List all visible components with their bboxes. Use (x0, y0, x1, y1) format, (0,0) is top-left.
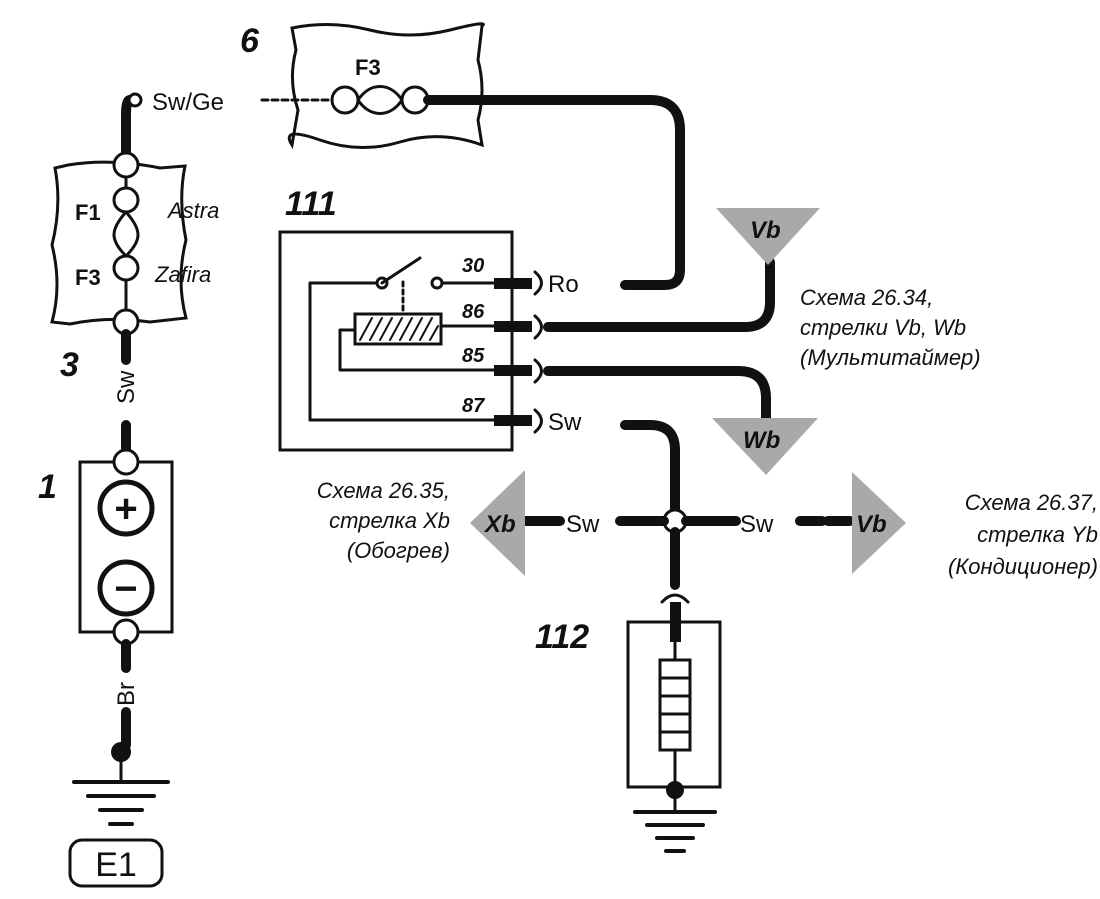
ref-2634-line2: стрелки Vb, Wb (800, 315, 966, 340)
ref-2635-line3: (Обогрев) (347, 538, 450, 563)
arrow-vb-right-label: Vb (856, 511, 887, 538)
relay-pin-86: 86 (462, 301, 485, 323)
ref-2634-line1: Схема 26.34, (800, 285, 933, 310)
arrow-xb (470, 470, 525, 576)
heater-number: 112 (535, 618, 589, 656)
relay-number: 111 (285, 185, 337, 223)
wire-86-to-vb (543, 257, 775, 332)
fuse-block-3: F1 Astra F3 Zafira 3 (50, 151, 219, 384)
fuse-box-6: 6 F3 (240, 22, 485, 150)
ref-2637-line2: стрелка Yb (977, 522, 1098, 547)
fuse-f3-model: Zafira (154, 262, 211, 287)
ref-2637-line3: (Кондиционер) (948, 554, 1098, 579)
wire-sw-ge-left (121, 95, 135, 160)
battery-minus: − (114, 567, 137, 611)
arrow-wb-label: Wb (743, 427, 780, 454)
arrow-vb-top (716, 208, 820, 265)
wire-label-ro: Ro (548, 271, 579, 298)
wire-label-br: Br (113, 682, 140, 706)
fuse-box-number: 6 (240, 22, 260, 60)
battery-plus: + (114, 487, 137, 531)
arrow-xb-label: Xb (483, 511, 516, 538)
ground-heater (633, 797, 717, 853)
wire-label-sw-vertical: Sw (113, 370, 140, 404)
ref-2635-line1: Схема 26.35, (317, 478, 450, 503)
fuse-f1-label: F1 (75, 200, 101, 225)
wire-label-sw-87: Sw (548, 409, 582, 436)
wire-85-to-wb (543, 366, 771, 425)
ground-e1-label: E1 (95, 846, 137, 884)
fuse-f3-block-label: F3 (75, 265, 101, 290)
relay-pin-85: 85 (462, 345, 485, 367)
wire-label-sw-ge: Sw/Ge (152, 89, 224, 116)
fuse-block-number: 3 (60, 346, 79, 384)
wire-fuse-to-relay (423, 95, 685, 290)
ground-e1: E1 (68, 760, 170, 888)
arrow-vb-right (852, 472, 906, 574)
relay-pin-87: 87 (462, 395, 485, 417)
battery-1: + − 1 (38, 448, 174, 646)
fuse-f1-model: Astra (166, 198, 219, 223)
arrow-vb-top-label: Vb (750, 217, 781, 244)
battery-number: 1 (38, 468, 57, 506)
wire-87-to-junction (620, 420, 680, 515)
ref-2635-line2: стрелка Xb (329, 508, 450, 533)
arrow-wb (712, 418, 818, 475)
wire-label-sw-left: Sw (566, 511, 600, 538)
ref-2637-line1: Схема 26.37, (965, 490, 1098, 515)
heater-112: 112 (535, 618, 722, 799)
wire-label-sw-right: Sw (740, 511, 774, 538)
ref-2634-line3: (Мультитаймер) (800, 345, 981, 370)
relay-111: 111 30 86 85 87 (278, 185, 543, 452)
fuse-f3-label: F3 (355, 55, 381, 80)
relay-pin-30: 30 (462, 255, 484, 277)
